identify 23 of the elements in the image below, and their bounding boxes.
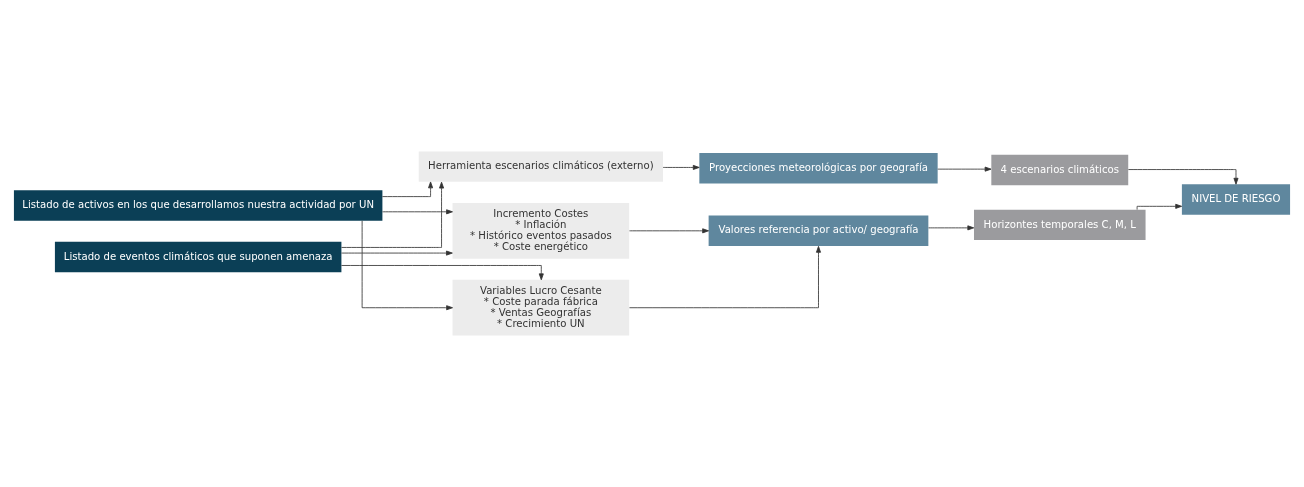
arrow — [341, 265, 544, 281]
arrow — [629, 245, 821, 309]
node-box: Valores referencia por activo/ geografía — [708, 215, 929, 247]
node-box: Listado de eventos climáticos que suponen amenaza — [54, 241, 342, 273]
arrow — [928, 225, 975, 231]
node-box: 4 escenarios climáticos — [991, 154, 1129, 186]
node-box: Listado de activos en los que desarrollamos nuestra actividad por UN — [13, 190, 383, 221]
arrow — [937, 166, 992, 172]
node-box: NIVEL DE RIESGO — [1181, 184, 1291, 215]
node-box: Incremento Costes * Inflación * Histórico eventos pasados * Coste energético — [452, 202, 630, 259]
node-box: Horizontes temporales C, M, L — [974, 209, 1146, 241]
arrow — [662, 164, 700, 170]
arrow — [1128, 169, 1239, 185]
arrow — [382, 209, 453, 215]
node-box: Variables Lucro Cesante * Coste parada fábrica * Ventas Geografías * Crecimiento UN — [452, 279, 630, 336]
arrow — [341, 250, 453, 256]
arrow — [361, 220, 453, 311]
arrow — [382, 181, 434, 198]
arrow — [629, 228, 709, 234]
node-box: Proyecciones meteorológicas por geografía — [699, 153, 938, 184]
arrow — [341, 181, 445, 248]
arrow — [1136, 203, 1183, 210]
node-box: Herramienta escenarios climáticos (externo) — [418, 151, 663, 182]
